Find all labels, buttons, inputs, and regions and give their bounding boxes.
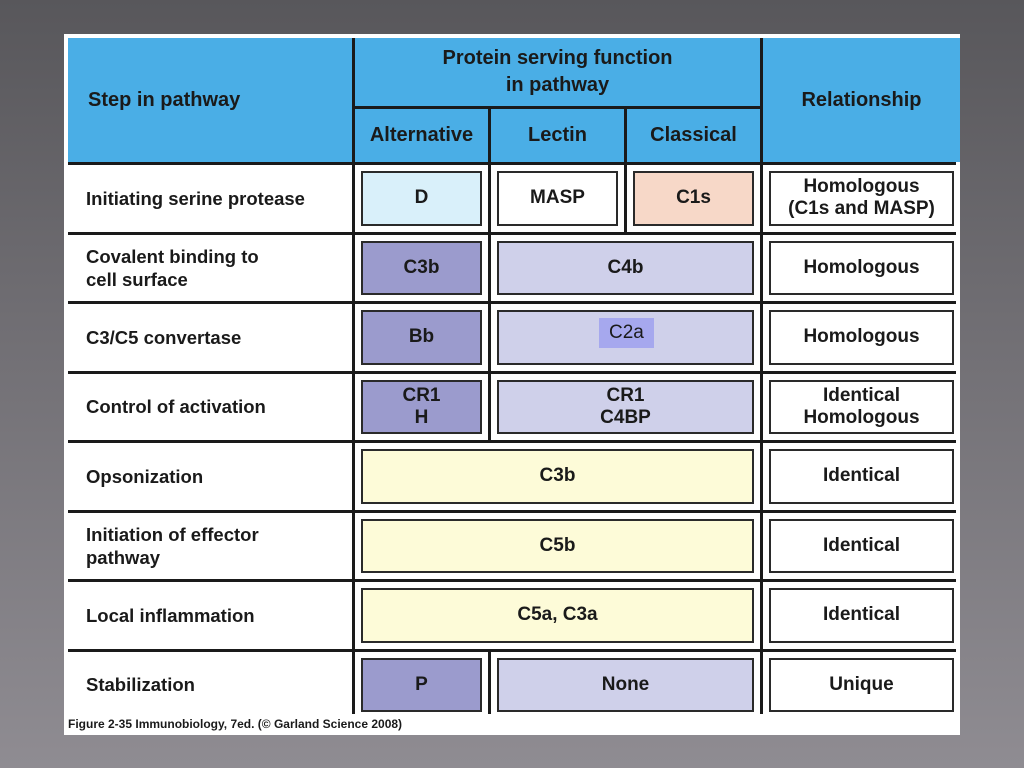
- table-cell: C3b: [355, 234, 488, 301]
- figure-caption: Figure 2-35 Immunobiology, 7ed. (© Garla…: [68, 717, 403, 731]
- lectin-value: MASP: [497, 171, 618, 226]
- alternative-value: D: [361, 171, 482, 226]
- all-pathways-value: C5b: [361, 518, 754, 573]
- table-cell: Bb: [355, 304, 488, 371]
- alternative-value: P: [361, 657, 482, 712]
- header-step: Step in pathway: [68, 38, 352, 162]
- classical-value: C1s: [633, 171, 754, 226]
- relationship-value: Homologous (C1s and MASP): [769, 171, 954, 226]
- header-alternative: Alternative: [355, 109, 488, 162]
- table-cell: Homologous: [763, 304, 960, 371]
- header-classical: Classical: [627, 109, 760, 162]
- all-pathways-value: C5a, C3a: [361, 588, 754, 643]
- header-alternative-label: Alternative: [369, 124, 474, 146]
- complement-pathway-table: Step in pathway Protein serving function…: [68, 38, 960, 718]
- table-cell: Identical: [763, 582, 960, 649]
- step-cell: C3/C5 convertase: [68, 304, 352, 371]
- step-cell: Local inflammation: [68, 582, 352, 649]
- table-cell: D: [355, 165, 488, 232]
- header-classical-label: Classical: [650, 124, 737, 146]
- table-cell: Identical: [763, 443, 960, 510]
- lectin-classical-value: CR1 C4BP: [497, 379, 754, 434]
- table-cell: C1s: [627, 165, 760, 232]
- alternative-value: CR1 H: [361, 379, 482, 434]
- relationship-value: Homologous: [769, 240, 954, 295]
- table-cell: CR1 H: [355, 373, 488, 440]
- header-lectin-label: Lectin: [528, 124, 587, 146]
- table-cell: C3b: [355, 443, 760, 510]
- step-cell: Covalent binding to cell surface: [68, 234, 352, 301]
- table-cell: P: [355, 651, 488, 718]
- table-cell: None: [491, 651, 760, 718]
- lectin-classical-value: C4b: [497, 240, 754, 295]
- header-protein-group: Protein serving function in pathway: [355, 38, 760, 106]
- table-cell: Unique: [763, 651, 960, 718]
- table-cell: C5a, C3a: [355, 582, 760, 649]
- table-cell: Identical Homologous: [763, 373, 960, 440]
- table-cell: Homologous: [763, 234, 960, 301]
- alternative-value: Bb: [361, 310, 482, 365]
- step-cell: Control of activation: [68, 373, 352, 440]
- relationship-value: Identical: [769, 449, 954, 504]
- c2a-overlay-label: C2a: [599, 318, 654, 348]
- header-protein-group-label: Protein serving function in pathway: [442, 47, 673, 96]
- table-cell: C2a: [491, 304, 760, 371]
- header-relationship: Relationship: [763, 38, 960, 162]
- table-cell: Homologous (C1s and MASP): [763, 165, 960, 232]
- table-cell: MASP: [491, 165, 624, 232]
- step-cell: Initiation of effector pathway: [68, 512, 352, 579]
- step-cell: Stabilization: [68, 651, 352, 718]
- header-lectin: Lectin: [491, 109, 624, 162]
- alternative-value: C3b: [361, 240, 482, 295]
- relationship-value: Homologous: [769, 310, 954, 365]
- relationship-value: Unique: [769, 657, 954, 712]
- table-cell: C4b: [491, 234, 760, 301]
- header-step-label: Step in pathway: [88, 88, 241, 111]
- table-cell: CR1 C4BP: [491, 373, 760, 440]
- relationship-value: Identical Homologous: [769, 379, 954, 434]
- figure-slide: Step in pathway Protein serving function…: [64, 34, 960, 735]
- step-cell: Initiating serine protease: [68, 165, 352, 232]
- header-relationship-label: Relationship: [801, 88, 922, 111]
- relationship-value: Identical: [769, 518, 954, 573]
- all-pathways-value: C3b: [361, 449, 754, 504]
- table-cell: C5b: [355, 512, 760, 579]
- lectin-classical-value: C2a: [497, 310, 754, 365]
- relationship-value: Identical: [769, 588, 954, 643]
- lectin-classical-value: None: [497, 657, 754, 712]
- step-cell: Opsonization: [68, 443, 352, 510]
- table-cell: Identical: [763, 512, 960, 579]
